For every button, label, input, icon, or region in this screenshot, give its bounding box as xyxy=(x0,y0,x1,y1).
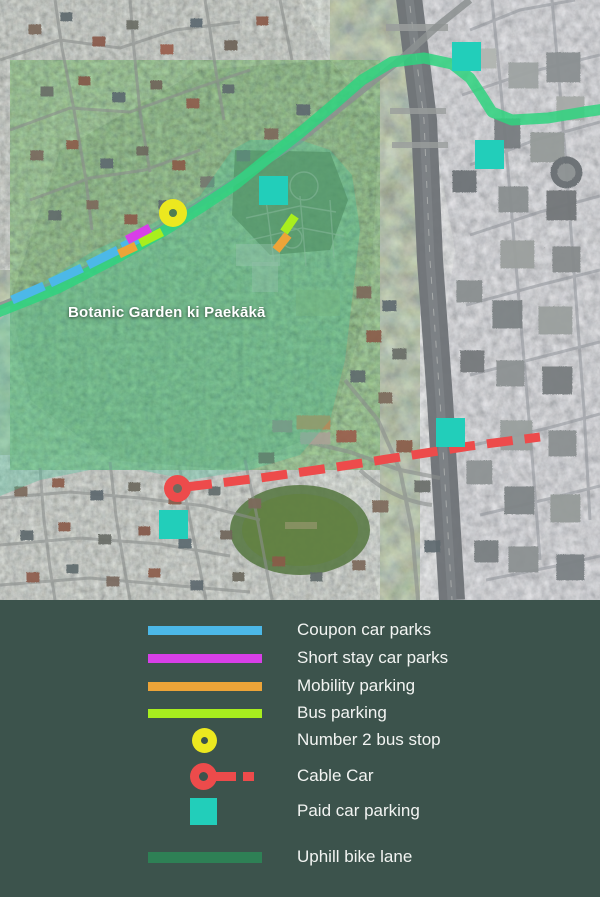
legend-row-bus-parking[interactable]: Bus parking xyxy=(0,699,600,727)
bus-stop-marker[interactable] xyxy=(159,199,187,227)
cable-car-station-marker-hole xyxy=(173,484,182,493)
legend-swatch-coupon-car-parks xyxy=(0,616,285,644)
cable-car-icon-hole xyxy=(199,772,208,781)
legend-label-paid-car-parking: Paid car parking xyxy=(297,801,420,820)
map-canvas xyxy=(0,0,600,600)
cable-car-icon-line xyxy=(212,772,236,781)
bus-stop-icon-hole xyxy=(201,737,208,744)
legend-label-short-stay-car-parks: Short stay car parks xyxy=(297,648,449,667)
cable-car-icon-dash xyxy=(243,772,254,781)
bus-stop-icon xyxy=(192,728,217,753)
legend-label-number-2-bus-stop: Number 2 bus stop xyxy=(297,730,441,749)
paid-car-parking-square[interactable] xyxy=(452,42,481,71)
garden-overlay xyxy=(0,140,360,496)
coupon-car-parks-bar-icon xyxy=(148,626,262,635)
cable-car-line xyxy=(185,432,541,492)
legend-label-mobility-parking: Mobility parking xyxy=(297,676,416,695)
short-stay-car-parks-bar-icon xyxy=(148,654,262,663)
legend-swatch-paid-car-parking xyxy=(0,797,285,825)
short-stay-car-parks xyxy=(124,224,153,244)
paid-car-parking-square[interactable] xyxy=(259,176,288,205)
legend-swatch-cable-car xyxy=(0,762,285,790)
legend-label-cable-car: Cable Car xyxy=(297,766,374,785)
mobility-parking-bar-icon xyxy=(148,682,262,691)
paid-car-parking-square[interactable] xyxy=(436,418,465,447)
mobility-parking-segments xyxy=(117,232,292,259)
legend-row-cable-car[interactable]: Cable Car xyxy=(0,762,600,790)
cable-car-station-marker[interactable] xyxy=(164,475,191,502)
paid-car-parking-square[interactable] xyxy=(475,140,504,169)
legend-swatch-number-2-bus-stop xyxy=(0,726,285,754)
legend-row-short-stay-car-parks[interactable]: Short stay car parks xyxy=(0,644,600,672)
legend-label-uphill-bike-lane: Uphill bike lane xyxy=(297,847,413,866)
legend-label-bus-parking: Bus parking xyxy=(297,703,387,722)
bus-parking-segments xyxy=(137,213,299,248)
aerial-map[interactable]: Botanic Garden ki Paekākā xyxy=(0,0,600,600)
legend-row-number-2-bus-stop[interactable]: Number 2 bus stop xyxy=(0,726,600,754)
bus-stop-marker-hole xyxy=(169,209,177,217)
legend-row-uphill-bike-lane[interactable]: Uphill bike lane xyxy=(0,843,600,871)
uphill-bike-lane xyxy=(0,52,600,318)
legend-swatch-short-stay-car-parks xyxy=(0,644,285,672)
garden-area-label: Botanic Garden ki Paekākā xyxy=(68,304,266,321)
legend-row-mobility-parking[interactable]: Mobility parking xyxy=(0,672,600,700)
paid-car-parking-icon xyxy=(190,798,217,825)
legend-swatch-mobility-parking xyxy=(0,672,285,700)
map-legend: Coupon car parks Short stay car parks Mo… xyxy=(0,600,600,897)
legend-row-coupon-car-parks[interactable]: Coupon car parks xyxy=(0,616,600,644)
bus-parking-bar-icon xyxy=(148,709,262,718)
legend-label-coupon-car-parks: Coupon car parks xyxy=(297,620,432,639)
paid-car-parking-square[interactable] xyxy=(159,510,188,539)
legend-swatch-bus-parking xyxy=(0,699,285,727)
legend-row-paid-car-parking[interactable]: Paid car parking xyxy=(0,797,600,825)
legend-swatch-uphill-bike-lane xyxy=(0,843,285,871)
uphill-bike-lane-bar-icon xyxy=(148,852,262,863)
